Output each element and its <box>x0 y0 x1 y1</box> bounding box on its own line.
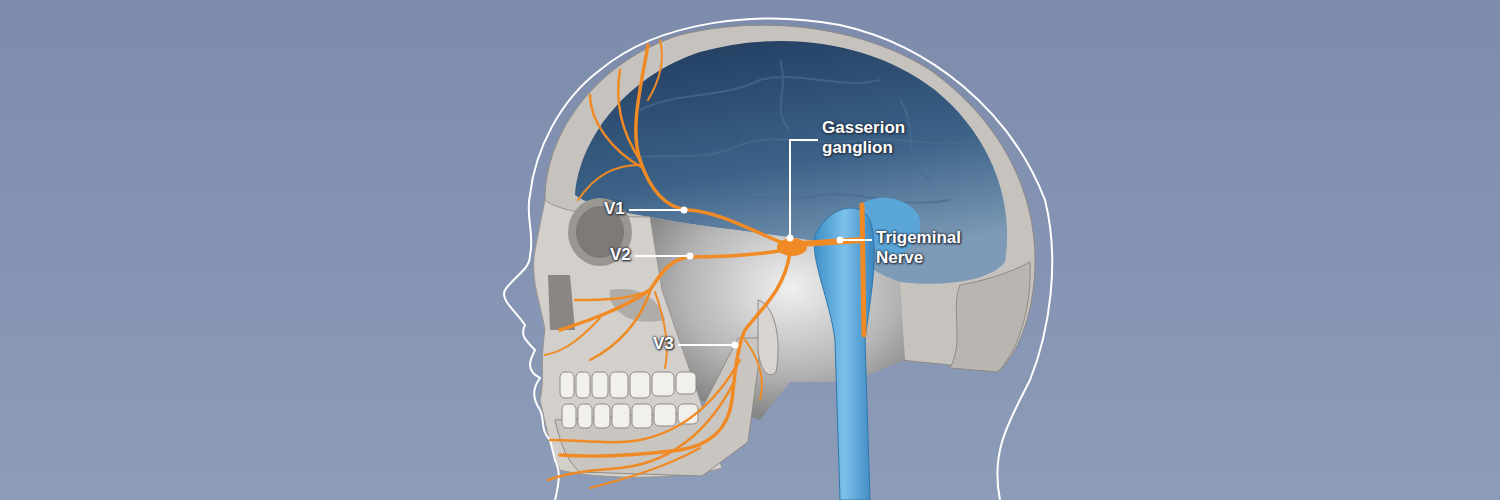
part-label: V3 <box>653 334 674 354</box>
leader-line <box>629 209 684 211</box>
part-label: Gasserion ganglion <box>822 118 932 158</box>
part-label: V2 <box>610 245 631 265</box>
leader-line <box>678 344 735 346</box>
leader-line <box>840 239 872 241</box>
part-label: V1 <box>604 199 625 219</box>
leader-line <box>635 255 690 257</box>
leader-line <box>790 140 818 236</box>
part-label: Trigeminal Nerve <box>876 228 976 268</box>
